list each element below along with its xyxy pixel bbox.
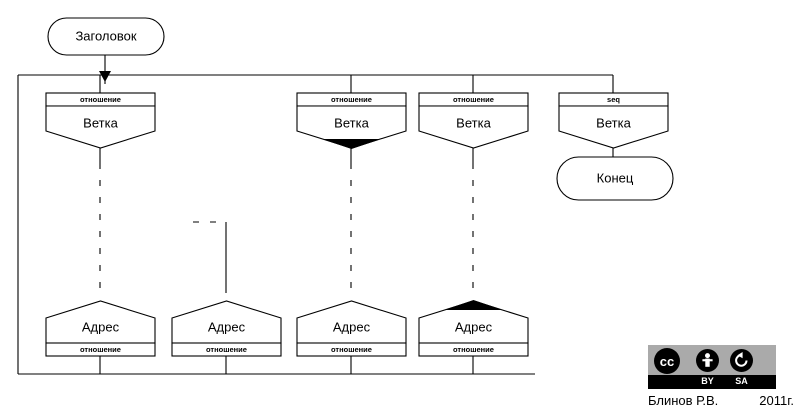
node-branch-4[interactable]: seq Ветка xyxy=(558,92,669,149)
node-address-4-filled-marker xyxy=(444,300,503,310)
node-branch-1-label: Ветка xyxy=(83,115,118,130)
node-end[interactable]: Конец xyxy=(556,156,674,201)
node-branch-2-filled-marker xyxy=(322,139,381,149)
person-glyph xyxy=(702,353,713,367)
node-branch-2-label: Ветка xyxy=(334,115,369,130)
node-branch-4-relation: seq xyxy=(607,95,620,104)
node-address-2-label: Адрес xyxy=(208,319,246,334)
cc-badge-bottom-band xyxy=(648,375,776,389)
node-address-4-label: Адрес xyxy=(455,319,493,334)
node-branch-1[interactable]: отношение Ветка xyxy=(45,92,156,149)
cc-logo-icon: cc xyxy=(654,348,680,374)
node-address-2-relation: отношение xyxy=(206,345,247,354)
node-address-3[interactable]: Адрес отношение xyxy=(296,300,407,357)
node-address-3-label: Адрес xyxy=(333,319,371,334)
node-address-4[interactable]: Адрес отношение xyxy=(418,300,529,357)
node-branch-3-label: Ветка xyxy=(456,115,491,130)
node-address-3-relation: отношение xyxy=(331,345,372,354)
cc-logo-text: cc xyxy=(659,353,675,369)
node-address-1[interactable]: Адрес отношение xyxy=(45,300,156,357)
node-branch-2[interactable]: отношение Ветка xyxy=(296,92,407,149)
node-branch-1-relation: отношение xyxy=(80,95,121,104)
credit-author: Блинов Р.В. xyxy=(648,393,719,408)
credit-year: 2011г. xyxy=(759,393,794,408)
node-title-label: Заголовок xyxy=(75,28,136,43)
credit-line: Блинов Р.В. 2011г. xyxy=(648,393,794,411)
cc-sa-label: SA xyxy=(735,376,748,386)
node-branch-2-relation: отношение xyxy=(331,95,372,104)
cc-by-label: BY xyxy=(701,376,714,386)
node-address-1-label: Адрес xyxy=(82,319,120,334)
cc-by-person-icon xyxy=(696,349,719,372)
node-branch-3[interactable]: отношение Ветка xyxy=(418,92,529,149)
share-alike-glyph xyxy=(735,352,748,367)
cc-license-badge: cc BY SA xyxy=(648,345,776,389)
node-branch-4-label: Ветка xyxy=(596,115,631,130)
node-address-4-relation: отношение xyxy=(453,345,494,354)
cc-sa-share-alike-icon xyxy=(730,349,753,372)
node-branch-3-relation: отношение xyxy=(453,95,494,104)
node-title[interactable]: Заголовок xyxy=(47,17,165,56)
connector-title-to-bus xyxy=(99,55,111,84)
node-address-2[interactable]: Адрес отношение xyxy=(171,300,282,357)
node-address-1-relation: отношение xyxy=(80,345,121,354)
node-end-label: Конец xyxy=(597,170,634,185)
